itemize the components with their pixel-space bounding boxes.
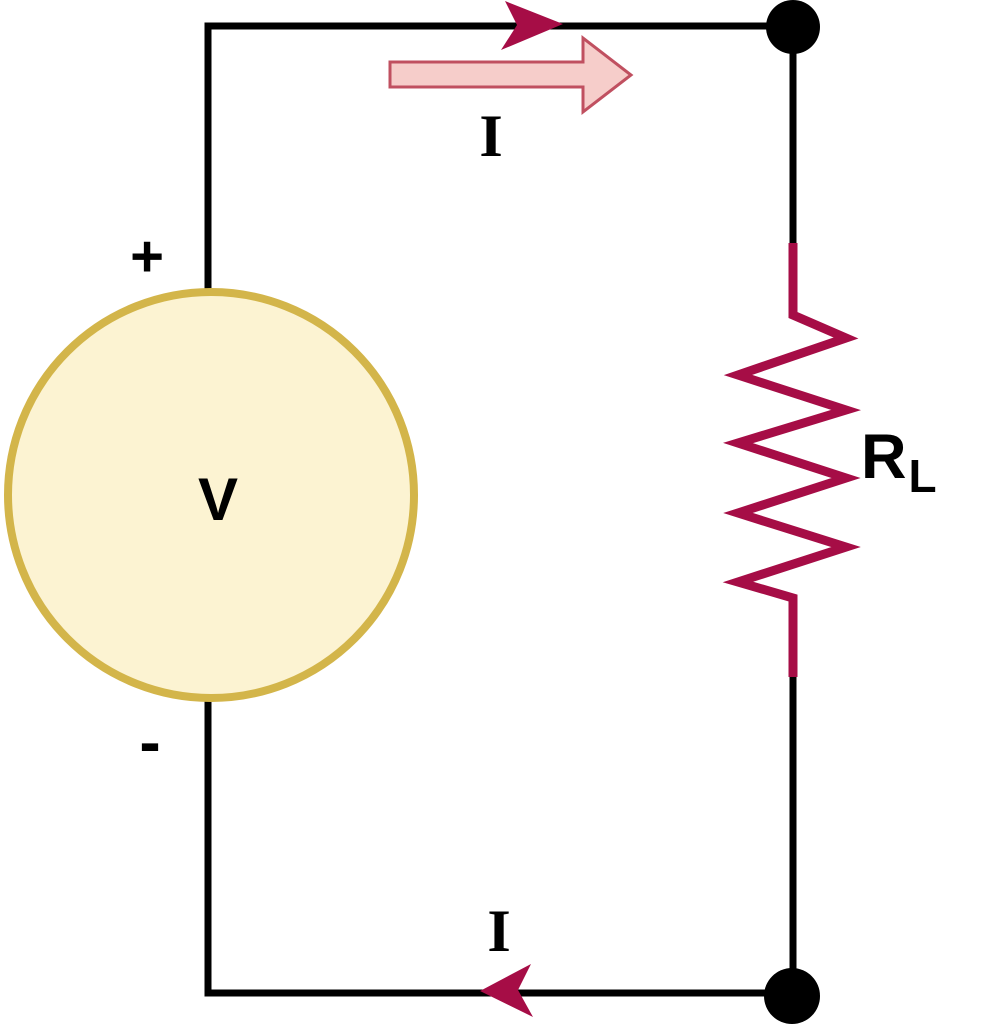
current-direction-arrow — [388, 34, 634, 116]
current-label-top: I — [479, 103, 502, 169]
junction-node-bottom — [764, 968, 820, 1024]
voltage-source-circle — [4, 288, 418, 702]
wire-top-left — [204, 22, 793, 292]
polarity-minus-label: - — [139, 706, 160, 778]
junction-node-top — [766, 0, 820, 54]
resistor-zigzag — [722, 243, 861, 677]
voltage-source-label: V — [198, 466, 238, 533]
resistor-label-subscript: L — [909, 450, 937, 502]
polarity-plus-label: + — [130, 224, 164, 289]
wire-bottom-left — [204, 700, 792, 997]
current-label-bottom: I — [487, 898, 510, 964]
resistor-label-main: R — [861, 422, 907, 492]
current-arrowhead-bottom — [480, 964, 533, 1017]
resistor-label: RL — [861, 422, 937, 502]
current-arrowhead-top — [501, 1, 563, 50]
